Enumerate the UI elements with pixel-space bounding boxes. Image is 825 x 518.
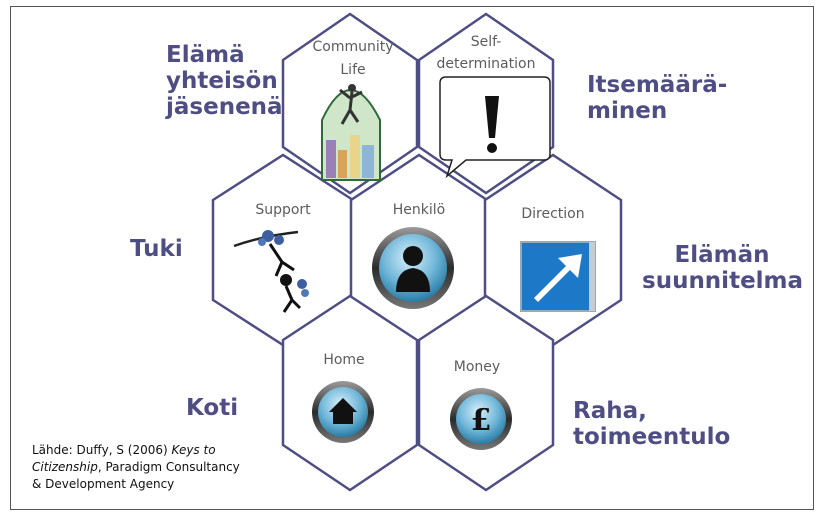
hex-label-self-2: determination: [437, 56, 536, 72]
hex-label-community-2: Life: [340, 62, 365, 78]
side-label-community: Elämä yhteisön jäsenenä: [166, 42, 283, 120]
source-citation: Lähde: Duffy, S (2006) Keys to Citizensh…: [32, 442, 252, 493]
hex-label-henkilo: Henkilö: [393, 202, 445, 218]
slide-frame: [10, 6, 814, 510]
source-suffix: , Paradigm Consultancy & Development Age…: [32, 460, 240, 491]
side-label-self-line-1: Itsemäärä-: [587, 72, 728, 98]
hex-label-support: Support: [255, 202, 311, 218]
hex-label-self-1: Self-: [471, 34, 502, 50]
climber-city-icon: [321, 84, 381, 181]
pound-button-icon: £: [450, 388, 512, 450]
side-label-support-line-1: Tuki: [130, 236, 183, 262]
hex-label-money: Money: [454, 359, 500, 375]
side-label-support: Tuki: [130, 236, 183, 262]
hex-label-community-1: Community: [312, 39, 393, 55]
side-label-direction: Elämän suunnitelma: [642, 242, 804, 294]
side-label-self: Itsemäärä- minen: [587, 72, 727, 124]
monkeys-on-branch-icon: [233, 230, 309, 313]
side-label-direction-line-2: suunnitelma: [642, 268, 804, 294]
source-title: Keys to Citizenship: [32, 443, 216, 474]
hex-label-direction: Direction: [521, 206, 584, 222]
side-label-direction-line-1: Elämän: [674, 242, 770, 268]
side-label-community-line-1: Elämä: [166, 42, 245, 68]
side-label-money: Raha, toimeentulo: [573, 398, 730, 450]
svg-text:£: £: [471, 403, 492, 438]
side-label-community-line-2: yhteisön: [166, 68, 278, 94]
side-label-home: Koti: [186, 395, 238, 421]
side-label-money-line-1: Raha,: [573, 398, 647, 424]
exclamation-speech-bubble-icon: [439, 76, 551, 179]
house-button-icon: [312, 381, 374, 443]
direction-arrow-sign-icon: [520, 241, 596, 312]
source-prefix: Lähde: Duffy, S (2006): [32, 443, 172, 457]
side-label-self-line-2: minen: [587, 98, 668, 124]
side-label-community-line-3: jäsenenä: [166, 94, 283, 120]
side-label-home-line-1: Koti: [186, 395, 239, 421]
side-label-money-line-2: toimeentulo: [573, 424, 731, 450]
person-button-icon: [372, 227, 454, 309]
hex-label-home: Home: [323, 352, 364, 368]
